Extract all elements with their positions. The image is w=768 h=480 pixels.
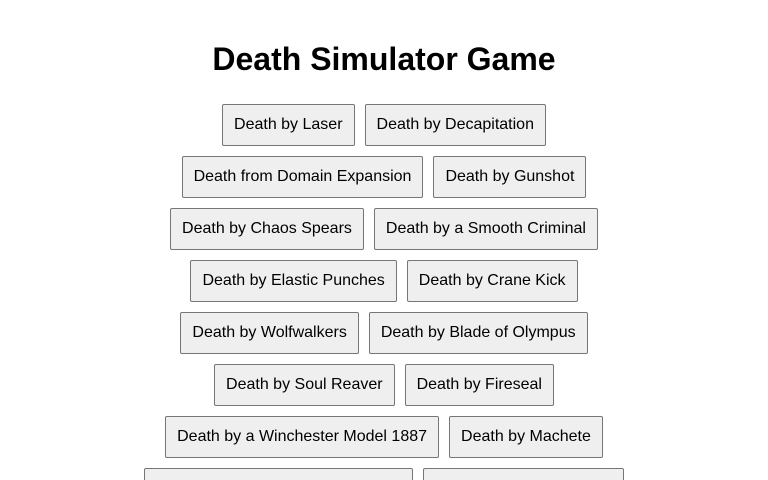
button-row: Death by Laser Death by Decapitation <box>222 104 546 146</box>
cutoff-death-button-left[interactable] <box>144 468 413 480</box>
button-row: Death by Chaos Spears Death by a Smooth … <box>170 208 598 250</box>
death-by-laser-button[interactable]: Death by Laser <box>222 104 355 146</box>
button-row: Death by Wolfwalkers Death by Blade of O… <box>180 312 588 354</box>
page-title: Death Simulator Game <box>212 41 556 77</box>
death-by-elastic-punches-button[interactable]: Death by Elastic Punches <box>190 260 397 302</box>
button-row: Death from Domain Expansion Death by Gun… <box>181 156 587 198</box>
death-button-grid: Death by Laser Death by Decapitation Dea… <box>0 104 768 480</box>
button-row: Death by a Winchester Model 1887 Death b… <box>165 416 603 458</box>
cutoff-death-button-right[interactable] <box>423 468 624 480</box>
death-by-winchester-button[interactable]: Death by a Winchester Model 1887 <box>165 416 440 458</box>
button-row: Death by Soul Reaver Death by Fireseal <box>214 364 554 406</box>
death-by-fireseal-button[interactable]: Death by Fireseal <box>404 364 554 406</box>
death-by-chaos-spears-button[interactable]: Death by Chaos Spears <box>170 208 364 250</box>
death-by-gunshot-button[interactable]: Death by Gunshot <box>433 156 587 198</box>
death-from-domain-expansion-button[interactable]: Death from Domain Expansion <box>181 156 424 198</box>
button-row-cutoff <box>144 468 624 480</box>
death-by-smooth-criminal-button[interactable]: Death by a Smooth Criminal <box>373 208 598 250</box>
death-by-soul-reaver-button[interactable]: Death by Soul Reaver <box>214 364 395 406</box>
button-row: Death by Elastic Punches Death by Crane … <box>190 260 578 302</box>
death-by-wolfwalkers-button[interactable]: Death by Wolfwalkers <box>180 312 359 354</box>
death-by-crane-kick-button[interactable]: Death by Crane Kick <box>406 260 578 302</box>
death-by-decapitation-button[interactable]: Death by Decapitation <box>364 104 546 146</box>
death-by-blade-of-olympus-button[interactable]: Death by Blade of Olympus <box>368 312 588 354</box>
death-by-machete-button[interactable]: Death by Machete <box>449 416 603 458</box>
